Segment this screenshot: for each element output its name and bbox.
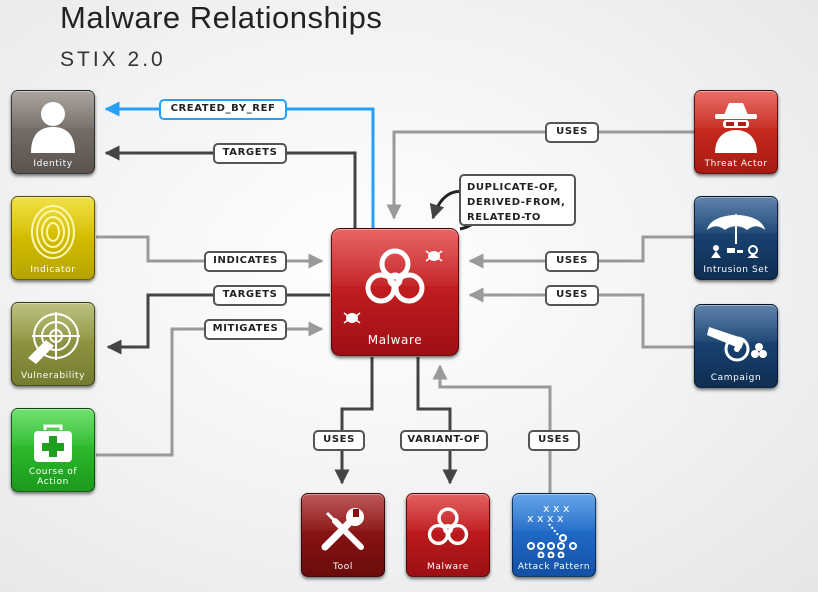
node-campaign[interactable]: Campaign bbox=[694, 304, 778, 388]
biohazard-icon bbox=[407, 498, 489, 560]
rel-line-derived-from: DERIVED-FROM, bbox=[467, 197, 566, 208]
node-indicator[interactable]: Indicator bbox=[11, 196, 95, 280]
node-label: Malware bbox=[427, 562, 469, 572]
node-course-of-action[interactable]: Course of Action bbox=[11, 408, 95, 492]
umbrella-icon bbox=[695, 201, 777, 263]
node-malware-center[interactable]: Malware bbox=[331, 228, 459, 356]
node-label: Course of Action bbox=[28, 467, 78, 487]
node-label: Tool bbox=[333, 562, 353, 572]
node-label: Identity bbox=[33, 159, 73, 169]
edge-targets-identity bbox=[104, 145, 357, 228]
bug-icon bbox=[424, 247, 444, 263]
edge-variant-of bbox=[416, 357, 458, 485]
rel-label-mitigates: MITIGATES bbox=[204, 319, 287, 340]
edge-created-by-ref bbox=[104, 101, 375, 228]
rel-label-uses-attack-pattern: USES bbox=[528, 430, 580, 451]
node-label: Attack Pattern bbox=[517, 562, 591, 572]
fingerprint-icon bbox=[12, 201, 94, 263]
first-aid-kit-icon bbox=[12, 413, 94, 475]
rel-label-variant-of: VARIANT-OF bbox=[400, 430, 488, 451]
node-tool[interactable]: Tool bbox=[301, 493, 385, 577]
rel-label-self-relations: DUPLICATE-OF, DERIVED-FROM, RELATED-TO bbox=[459, 174, 576, 226]
person-silhouette-icon bbox=[12, 95, 94, 157]
rel-label-indicates: INDICATES bbox=[204, 251, 287, 272]
node-identity[interactable]: Identity bbox=[11, 90, 95, 174]
node-label: Indicator bbox=[30, 265, 76, 275]
page-title: Malware Relationships bbox=[60, 0, 383, 35]
node-label: Vulnerability bbox=[20, 371, 86, 381]
bug-icon bbox=[342, 309, 362, 325]
svg-text:x x x: x x x bbox=[543, 502, 570, 515]
node-attack-pattern[interactable]: x x x x x x x Attack Pattern bbox=[512, 493, 596, 577]
svg-text:x x x x: x x x x bbox=[527, 512, 564, 525]
node-label: Campaign bbox=[710, 373, 762, 383]
cannon-icon bbox=[695, 309, 777, 371]
node-label: Intrusion Set bbox=[703, 265, 769, 275]
biohazard-icon bbox=[332, 239, 458, 321]
rel-label-uses-campaign: USES bbox=[545, 285, 599, 306]
node-label: Threat Actor bbox=[704, 159, 768, 169]
page-subtitle: STIX 2.0 bbox=[60, 48, 166, 71]
node-vulnerability[interactable]: Vulnerability bbox=[11, 302, 95, 386]
rel-label-uses-intrusion-set: USES bbox=[545, 251, 599, 272]
rel-line-related-to: RELATED-TO bbox=[467, 212, 542, 223]
node-label: Malware bbox=[367, 333, 423, 347]
play-diagram-icon: x x x x x x x bbox=[513, 498, 595, 560]
rel-label-targets-identity: TARGETS bbox=[213, 143, 287, 164]
rel-label-created-by-ref: CREATED_BY_REF bbox=[159, 99, 287, 120]
node-threat-actor[interactable]: Threat Actor bbox=[694, 90, 778, 174]
radar-hand-icon bbox=[12, 307, 94, 369]
rel-label-uses-tool: USES bbox=[313, 430, 365, 451]
wrench-screwdriver-icon bbox=[302, 498, 384, 560]
rel-label-uses-threat-actor: USES bbox=[545, 122, 599, 143]
rel-label-targets-vulnerability: TARGETS bbox=[213, 285, 287, 306]
node-intrusion-set[interactable]: Intrusion Set bbox=[694, 196, 778, 280]
rel-line-duplicate-of: DUPLICATE-OF, bbox=[467, 182, 559, 193]
edge-uses-tool bbox=[334, 357, 374, 485]
spy-icon bbox=[695, 95, 777, 157]
node-malware-variant[interactable]: Malware bbox=[406, 493, 490, 577]
